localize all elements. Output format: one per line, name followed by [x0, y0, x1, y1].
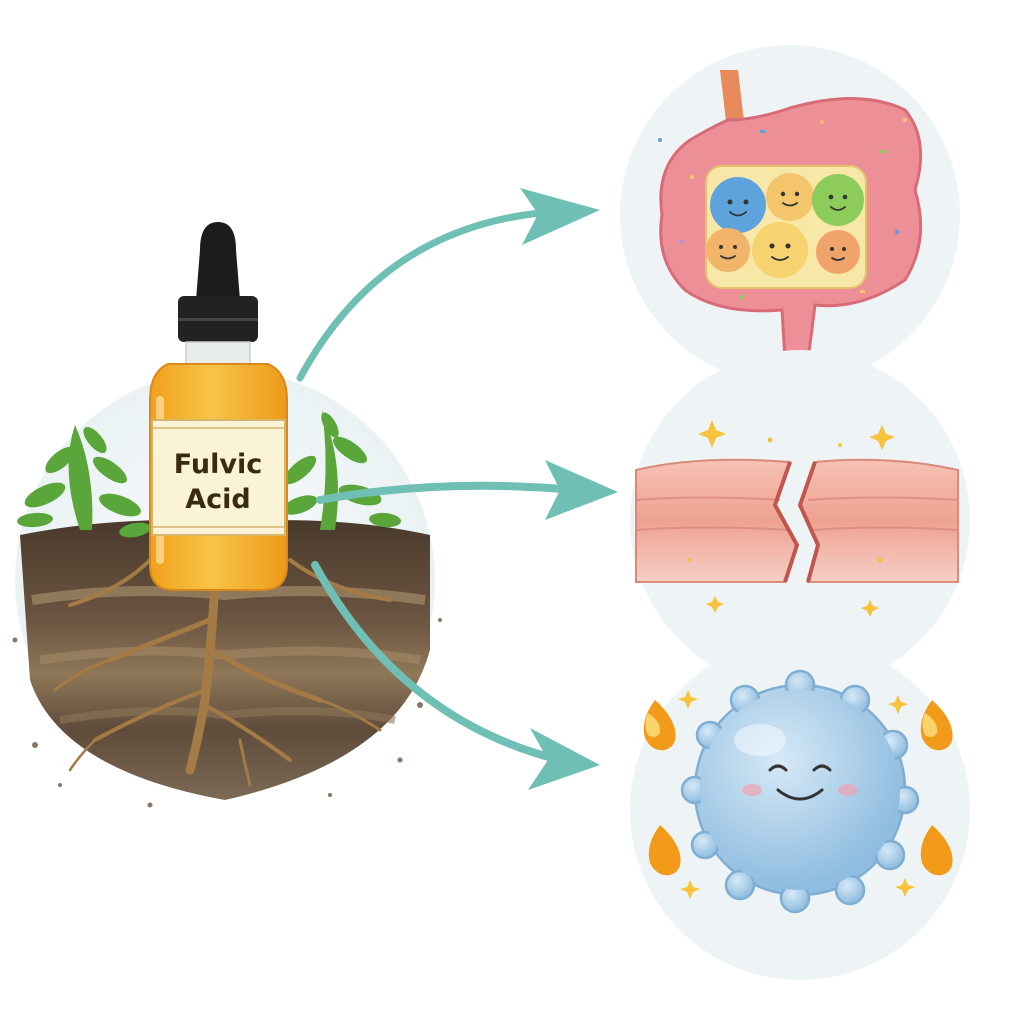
- microbe-yellow: [766, 173, 814, 221]
- microbe-orange: [706, 228, 750, 272]
- arrow-to-gut: [296, 209, 544, 382]
- plant-leaves-left: [17, 425, 151, 538]
- tissue-right-piece: [798, 458, 959, 583]
- energy-flame-group: [643, 700, 953, 876]
- bottle-label: [151, 419, 286, 536]
- tissue-left-piece: [635, 458, 799, 583]
- benefit-arrows: [296, 209, 579, 764]
- flame-icon: [643, 700, 676, 751]
- flame-icon: [648, 825, 681, 876]
- tissue-repair-icon: [630, 350, 970, 690]
- arrow-head-cell: [528, 728, 600, 790]
- bottle-label-line-2: Acid: [185, 484, 250, 515]
- flame-icon: [920, 700, 953, 751]
- bottle-label-line-1: Fulvic: [174, 449, 262, 480]
- microbe-green: [812, 174, 864, 226]
- dropper-bulb: [196, 222, 240, 300]
- microbe-gold: [752, 222, 808, 278]
- microbe-blue: [710, 177, 766, 233]
- gut-microbiome-icon: [620, 45, 960, 385]
- arrow-to-cell: [311, 561, 564, 764]
- microbe-peach: [816, 230, 860, 274]
- cell-face: [742, 764, 858, 801]
- happy-cell-icon: [630, 640, 970, 980]
- dropper-bottle-icon: Fulvic Acid: [149, 222, 288, 591]
- microbe-group: [706, 173, 864, 278]
- arrow-to-tissue: [316, 481, 579, 504]
- flame-icon: [920, 825, 953, 876]
- arrow-head-gut: [520, 188, 600, 245]
- sparkle-group: [688, 420, 895, 617]
- plant-roots: [53, 558, 392, 787]
- arrow-head-tissue: [545, 460, 618, 520]
